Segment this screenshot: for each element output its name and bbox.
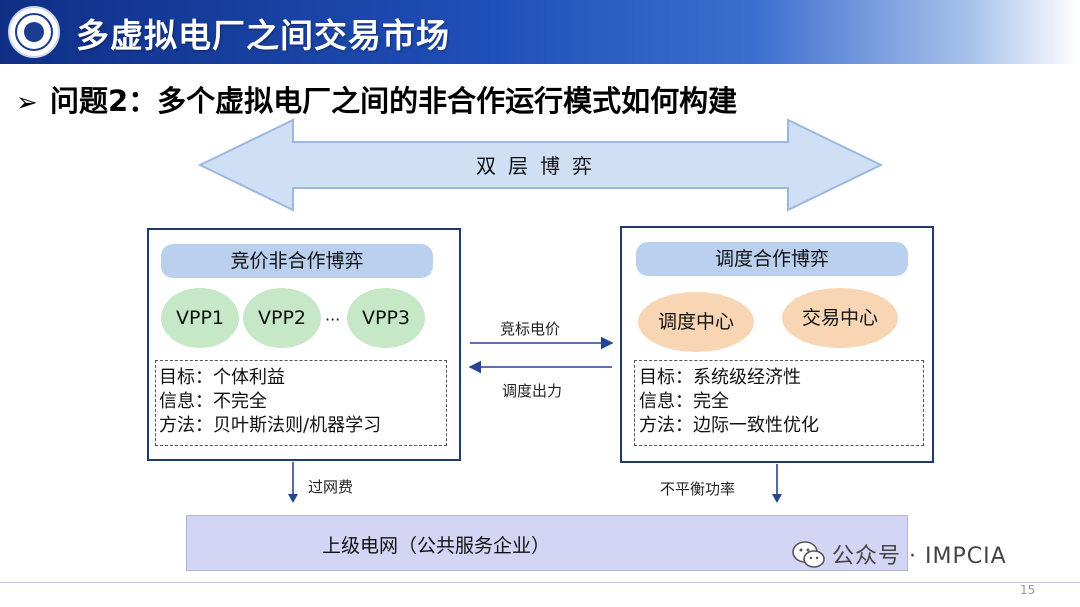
right-method: 方法：边际一致性优化 bbox=[639, 415, 819, 436]
bidding-game-title: 竞价非合作博弈 bbox=[161, 244, 433, 278]
university-logo-icon bbox=[8, 6, 60, 58]
dispatch-output-label: 调度出力 bbox=[502, 382, 563, 400]
right-info: 信息：完全 bbox=[639, 391, 729, 412]
question-text: 问题2：多个虚拟电厂之间的非合作运行模式如何构建 bbox=[50, 84, 738, 118]
bilevel-game-double-arrow bbox=[198, 118, 883, 212]
left-down-arrow-icon bbox=[288, 462, 298, 503]
middle-flow-arrows bbox=[468, 336, 614, 374]
left-goal: 目标：个体利益 bbox=[159, 367, 285, 388]
dispatch-game-title: 调度合作博弈 bbox=[636, 242, 908, 276]
right-down-arrow-icon bbox=[772, 464, 782, 503]
upper-grid-box bbox=[186, 515, 908, 571]
watermark-text: 公众号 · IMPCIA bbox=[832, 544, 1007, 569]
dispatch-cooperative-panel: 调度合作博弈 调度中心 交易中心 目标：系统级经济性 信息：完全 方法：边际一致… bbox=[620, 226, 934, 463]
right-info-box: 目标：系统级经济性 信息：完全 方法：边际一致性优化 bbox=[634, 360, 924, 446]
bid-price-label: 竞标电价 bbox=[500, 320, 561, 338]
imbalance-power-label: 不平衡功率 bbox=[660, 480, 736, 498]
network-fee-label: 过网费 bbox=[308, 478, 354, 496]
upper-grid-label: 上级电网（公共服务企业） bbox=[321, 535, 550, 557]
bidding-noncooperative-panel: 竞价非合作博弈 VPP1 VPP2 ··· VPP3 目标：个体利益 信息：不完… bbox=[147, 228, 461, 461]
bullet-arrow-icon: ➢ bbox=[16, 88, 38, 118]
page-title: 多虚拟电厂之间交易市场 bbox=[76, 16, 450, 55]
dispatch-center-node: 调度中心 bbox=[638, 292, 754, 352]
footer-divider bbox=[0, 582, 1080, 583]
vpp2-node: VPP2 bbox=[243, 288, 321, 348]
ellipsis: ··· bbox=[325, 310, 341, 329]
vpp3-node: VPP3 bbox=[347, 288, 425, 348]
question-heading: ➢ 问题2：多个虚拟电厂之间的非合作运行模式如何构建 bbox=[16, 78, 737, 120]
left-info: 信息：不完全 bbox=[159, 391, 267, 412]
title-banner bbox=[0, 0, 1080, 64]
left-method: 方法：贝叶斯法则/机器学习 bbox=[159, 415, 382, 436]
page-number: 15 bbox=[1020, 583, 1036, 597]
trading-center-node: 交易中心 bbox=[782, 288, 898, 348]
vpp1-node: VPP1 bbox=[161, 288, 239, 348]
right-goal: 目标：系统级经济性 bbox=[639, 367, 801, 388]
bilevel-game-label: 双层博弈 bbox=[476, 154, 604, 178]
wechat-icon bbox=[792, 541, 825, 568]
left-info-box: 目标：个体利益 信息：不完全 方法：贝叶斯法则/机器学习 bbox=[155, 360, 447, 446]
